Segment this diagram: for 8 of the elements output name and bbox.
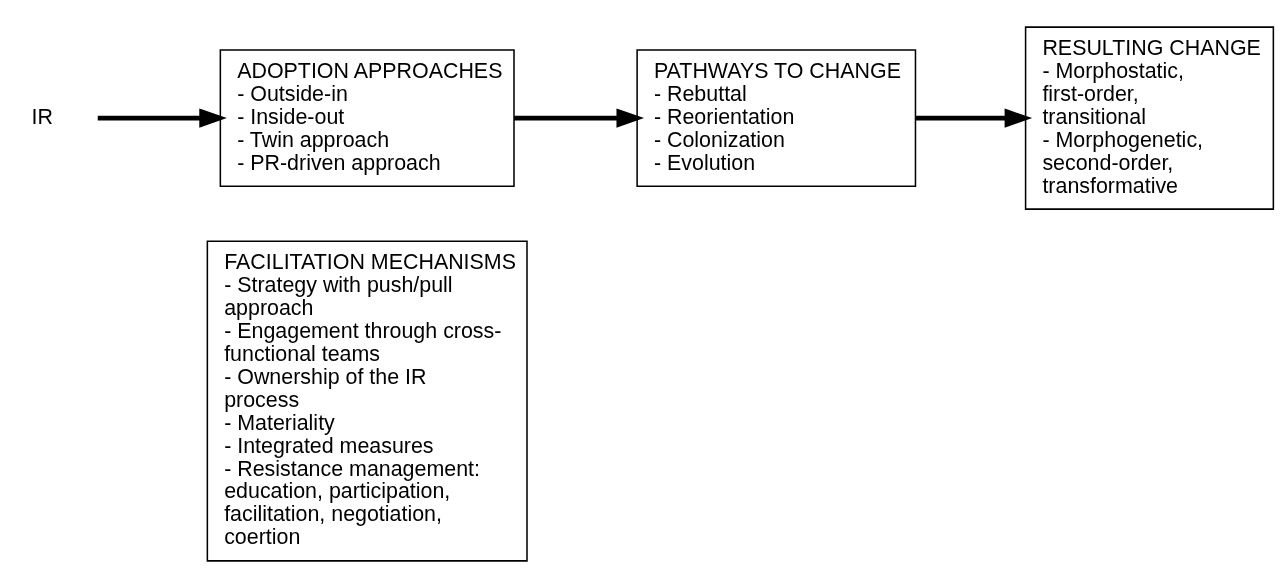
arrow [915, 107, 1033, 128]
arrow [97, 107, 227, 128]
node-box: FACILITATION MECHANISMS - Strategy with push/pull approach - Engagement through cross-functional teams - Ownership of the IR process - Materiality - Integrated measures - Resistance management: education, participation, facilitation, negotiation, coertion [206, 239, 528, 562]
arrow [514, 107, 645, 128]
node-box: PATHWAYS TO CHANGE - Rebuttal - Reorientation - Colonization - Evolution [636, 48, 917, 187]
node-text: IR [31, 104, 53, 129]
node-box: ADOPTION APPROACHES - Outside-in - Inside-out - Twin approach - PR-driven approach [219, 48, 515, 187]
node-box: RESULTING CHANGE - Morphostatic, first-order, transitional - Morphogenetic, second-order, transformative [1024, 25, 1275, 210]
